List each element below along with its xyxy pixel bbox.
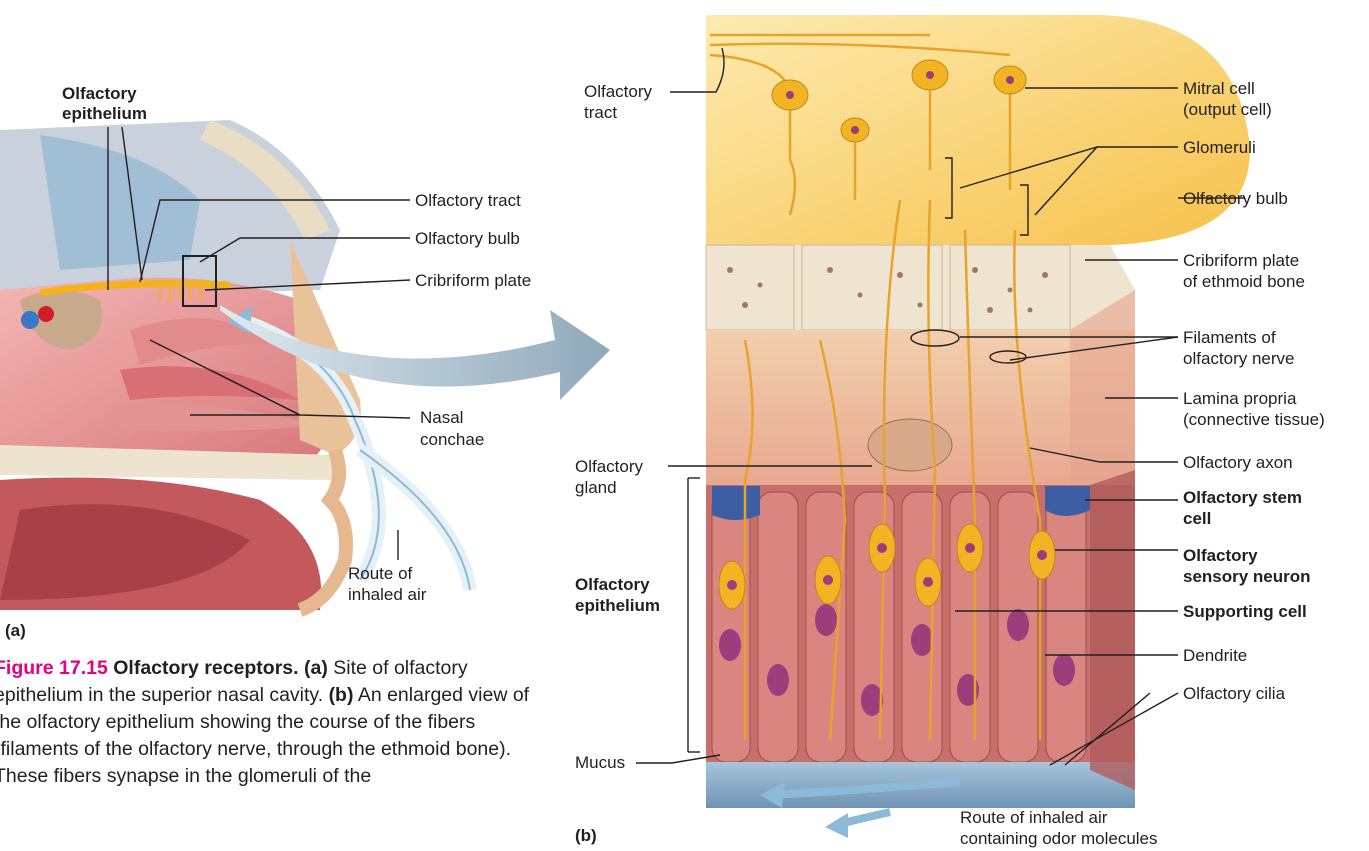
b-cribriform-label-2: of ethmoid bone [1183,271,1305,292]
b-sensory-label-2: sensory neuron [1183,566,1311,587]
b-mitral-label-1: Mitral cell [1183,78,1255,99]
b-supporting-label: Supporting cell [1183,601,1307,622]
b-gland-label-1: Olfactory [575,456,643,477]
a-conchae-label-2: conchae [420,429,484,450]
a-olfactory-tract-label: Olfactory tract [415,190,521,211]
b-glomeruli-label: Glomeruli [1183,137,1256,158]
b-filaments-label-2: olfactory nerve [1183,348,1295,369]
figure-number: Figure 17.15 [0,657,108,679]
caption-part-b: (b) [329,684,354,706]
b-epithelium-label-1: Olfactory [575,574,650,595]
a-cribriform-label: Cribriform plate [415,270,531,291]
b-lamina-label-2: (connective tissue) [1183,409,1325,430]
b-lamina-label-1: Lamina propria [1183,388,1296,409]
b-cribriform-label-1: Cribriform plate [1183,250,1299,271]
b-stem-label-1: Olfactory stem [1183,487,1302,508]
b-mucus-label: Mucus [575,752,625,773]
figure-caption: Figure 17.15 Olfactory receptors. (a) Si… [0,655,539,790]
b-route-label-1: Route of inhaled air [960,807,1107,828]
a-route-label-2: inhaled air [348,584,426,605]
b-stem-label-2: cell [1183,508,1211,529]
b-route-label-2: containing odor molecules [960,828,1158,849]
a-route-label-1: Route of [348,563,412,584]
a-conchae-label-1: Nasal [420,407,463,428]
a-epithelium-label-1: Olfactory [62,83,137,104]
b-mitral-label-2: (output cell) [1183,99,1272,120]
b-panel-tag: (b) [575,825,597,846]
b-cilia-label: Olfactory cilia [1183,683,1285,704]
b-bulb-label: Olfactory bulb [1183,188,1288,209]
b-epithelium-label-2: epithelium [575,595,660,616]
caption-part-a: (a) [304,657,328,679]
b-tract-label-1: Olfactory [584,81,652,102]
b-filaments-label-1: Filaments of [1183,327,1276,348]
b-dendrite-label: Dendrite [1183,645,1247,666]
epithelium-block [706,15,1250,808]
figure-title: Olfactory receptors. [113,657,298,679]
b-tract-label-2: tract [584,102,617,123]
a-panel-tag: (a) [5,620,26,641]
b-axon-label: Olfactory axon [1183,452,1293,473]
b-sensory-label-1: Olfactory [1183,545,1258,566]
b-gland-label-2: gland [575,477,617,498]
a-olfactory-bulb-label: Olfactory bulb [415,228,520,249]
a-epithelium-label-2: epithelium [62,103,147,124]
